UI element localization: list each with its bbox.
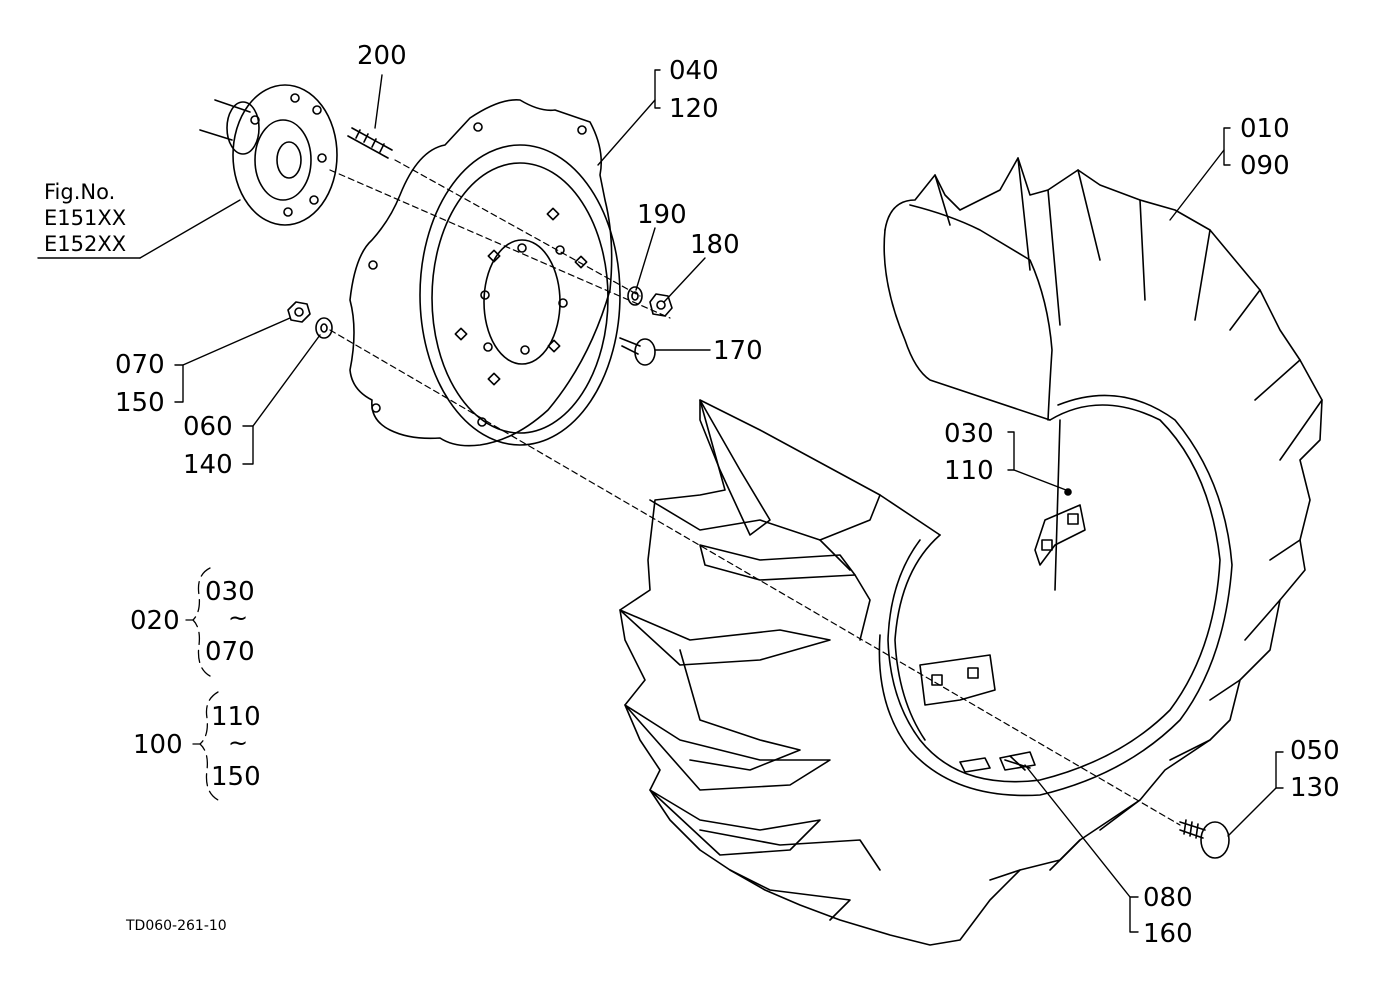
assembly-020-to: 070 <box>205 637 255 667</box>
callout-150: 150 <box>115 388 165 418</box>
callout-120: 120 <box>669 94 719 124</box>
callout-130: 130 <box>1290 773 1340 803</box>
callout-110: 110 <box>944 456 994 486</box>
rim-clip-lower <box>919 654 996 706</box>
lock-washer-190 <box>627 286 643 306</box>
callout-170: 170 <box>713 336 763 366</box>
callout-030: 030 <box>944 419 994 449</box>
leader-lines <box>37 69 1284 933</box>
bolt-050 <box>1179 819 1230 859</box>
assembly-100-sep: ~ <box>228 729 249 757</box>
fig-code-2: E152XX <box>44 232 127 256</box>
callout-080: 080 <box>1143 883 1193 913</box>
assembly-id-100: 100 <box>133 730 183 760</box>
stud-bolt <box>347 127 393 159</box>
hex-nut-180 <box>649 293 673 317</box>
wheel-center-disc <box>349 99 621 447</box>
callout-140: 140 <box>183 450 233 480</box>
callout-040: 040 <box>669 56 719 86</box>
callout-200: 200 <box>357 41 407 71</box>
fig-no-label: Fig.No. <box>44 180 116 204</box>
hex-nut-070 <box>287 301 311 323</box>
callout-090: 090 <box>1240 151 1290 181</box>
assembly-020-sep: ~ <box>228 604 249 632</box>
callout-160: 160 <box>1143 919 1193 949</box>
drawing-code: TD060-261-10 <box>126 918 227 934</box>
assembly-100-to: 150 <box>211 762 261 792</box>
callout-060: 060 <box>183 412 233 442</box>
callout-010: 010 <box>1240 114 1290 144</box>
bolt-170 <box>619 337 656 366</box>
assembly-braces <box>185 567 219 801</box>
callout-190: 190 <box>637 200 687 230</box>
hub-flange <box>199 84 338 226</box>
callout-050: 050 <box>1290 736 1340 766</box>
fig-code-1: E151XX <box>44 206 127 230</box>
assembly-100-from: 110 <box>211 702 261 732</box>
axis-lines <box>329 159 1181 826</box>
rim-clip-upper <box>1034 488 1086 566</box>
assembly-id-020: 020 <box>130 606 180 636</box>
callout-070: 070 <box>115 350 165 380</box>
callout-180: 180 <box>690 230 740 260</box>
tire <box>619 157 1323 946</box>
valve-080 <box>959 751 1036 773</box>
assembly-020-from: 030 <box>205 577 255 607</box>
lock-washer-060 <box>315 317 333 339</box>
